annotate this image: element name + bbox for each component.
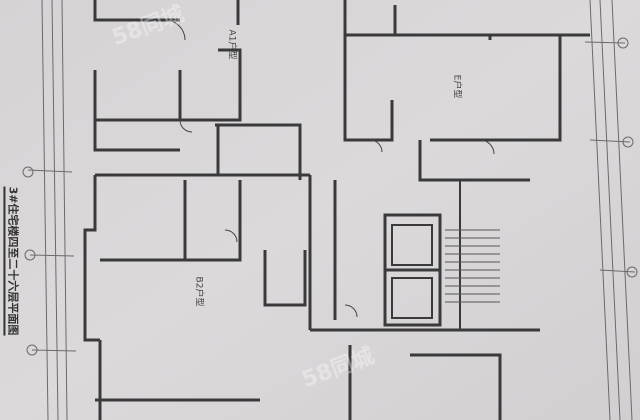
dimension-lines-left [22,0,77,420]
dimension-lines-right [584,0,638,420]
walls [83,0,590,420]
drawing-title: 3#住宅楼四至二十六层平面图 [3,186,22,336]
unit-label-b2: B2户型 [193,276,204,307]
unit-label-a1: A1户型 [226,29,237,60]
door-swings [164,19,495,318]
unit-label-e: E户型 [451,74,462,99]
stairs [445,229,500,303]
